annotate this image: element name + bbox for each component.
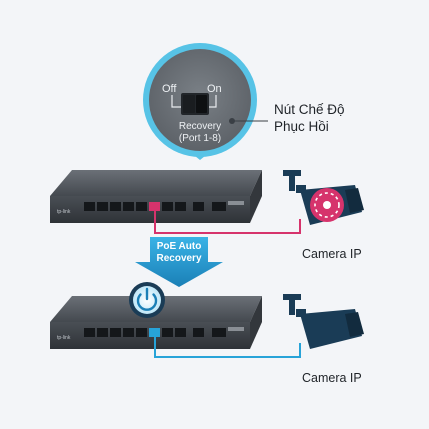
security-camera-icon — [283, 294, 364, 349]
svg-text:tp-link: tp-link — [57, 335, 71, 341]
faulted-port — [149, 202, 160, 211]
poe-auto-recovery-line2: Recovery — [156, 253, 201, 264]
recovery-slide-switch[interactable] — [181, 93, 209, 115]
recovered-port — [149, 328, 160, 337]
recovery-mode-button-label-line1: Nút Chế Độ — [274, 102, 345, 117]
svg-text:tp-link: tp-link — [57, 209, 71, 215]
power-icon — [129, 282, 165, 318]
recovery-button-callout-bubble: Off On Recovery (Port 1-8) — [143, 43, 257, 160]
switch-on-label: On — [207, 83, 222, 95]
callout-connector — [229, 118, 268, 124]
poe-auto-recovery-line1: PoE Auto — [157, 241, 202, 252]
poe-auto-recovery-arrow: PoE Auto Recovery — [135, 237, 223, 287]
camera-label-bottom: Camera IP — [302, 371, 362, 385]
cable-to-camera-bottom — [154, 337, 301, 358]
camera-label-top: Camera IP — [302, 247, 362, 261]
security-camera-icon — [283, 170, 364, 225]
poe-switch-top: tp-link — [50, 170, 262, 223]
recovery-mode-button-label-line2: Phục Hồi — [274, 119, 329, 134]
recovery-caption-line2: (Port 1-8) — [179, 133, 221, 144]
ethernet-ports-bottom — [84, 328, 226, 337]
ethernet-ports-top — [84, 202, 226, 211]
switch-off-label: Off — [162, 83, 177, 95]
recovery-caption-line1: Recovery — [179, 121, 221, 132]
cable-to-camera-top — [154, 211, 301, 234]
